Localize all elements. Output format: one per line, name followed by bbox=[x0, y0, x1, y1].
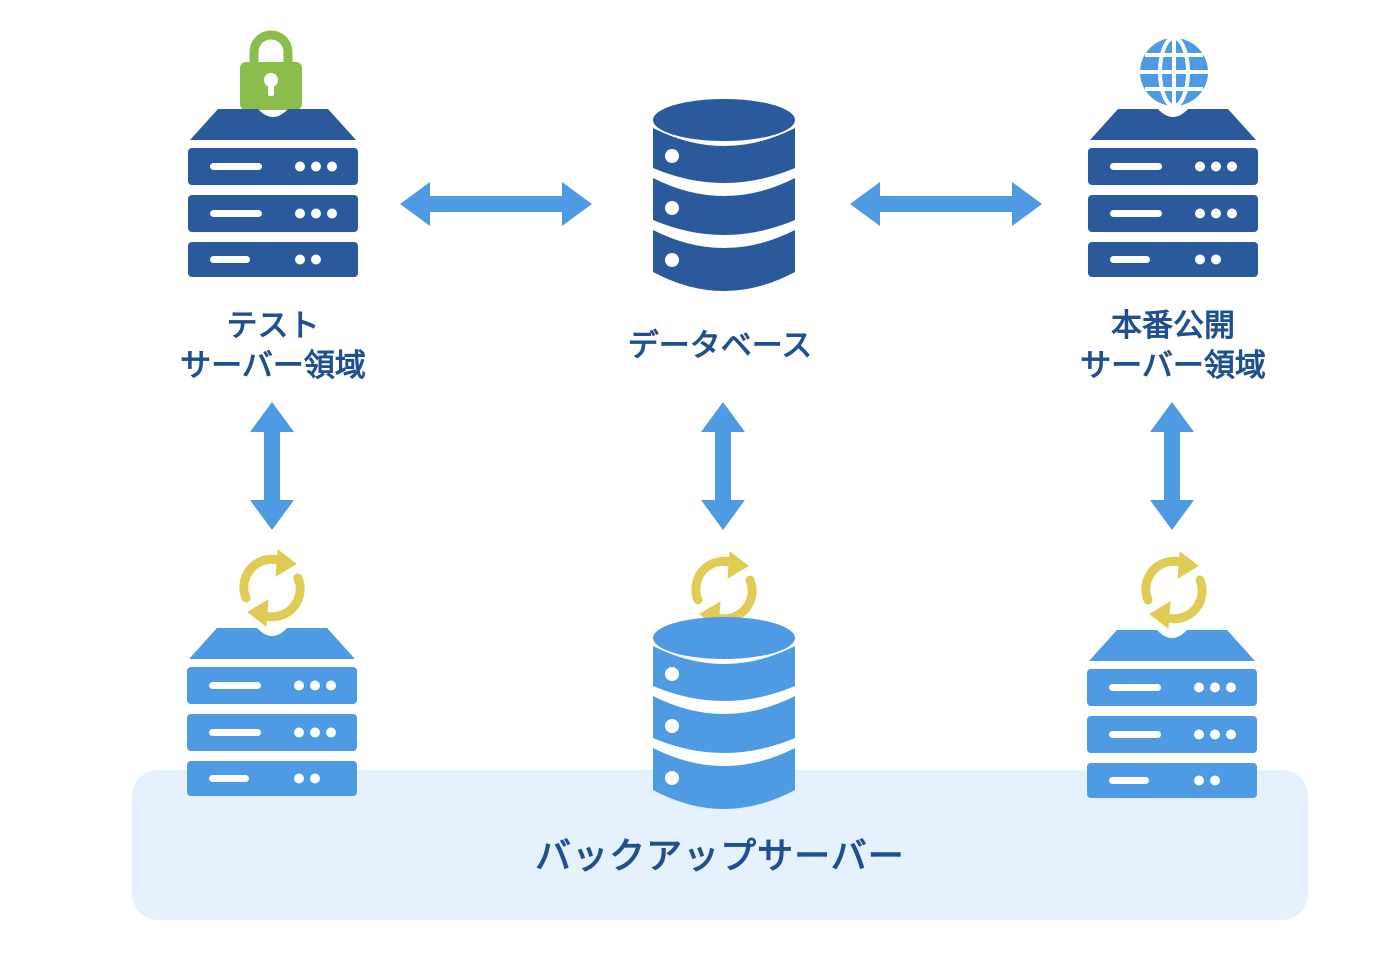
arrow-database-production bbox=[850, 182, 1042, 226]
database-icon bbox=[652, 98, 796, 294]
backup-test-server-icon bbox=[187, 626, 357, 796]
globe-icon bbox=[1140, 36, 1208, 108]
lock-icon bbox=[240, 30, 302, 110]
production-server-label-line1: 本番公開 bbox=[1111, 308, 1235, 344]
arrow-database-backup bbox=[701, 402, 745, 530]
backup-production-server-icon bbox=[1087, 628, 1257, 798]
production-server-label-line2: サーバー領域 bbox=[1080, 348, 1266, 384]
database-label: データベース bbox=[627, 328, 813, 364]
arrow-test-database bbox=[400, 182, 592, 226]
test-server-label-line2: サーバー領域 bbox=[180, 348, 366, 384]
backup-server-label: バックアップサーバー bbox=[535, 836, 905, 877]
test-server-label-line1: テスト bbox=[226, 308, 320, 344]
production-server-label: 本番公開 サーバー領域 bbox=[1068, 306, 1278, 386]
backup-database-icon bbox=[652, 616, 796, 812]
sync-icon bbox=[1134, 550, 1214, 630]
test-server-label: テスト サーバー領域 bbox=[170, 306, 376, 386]
sync-icon bbox=[232, 548, 312, 628]
production-server-icon bbox=[1088, 107, 1258, 277]
arrow-production-backup bbox=[1150, 402, 1194, 530]
test-server-icon bbox=[188, 107, 358, 277]
arrow-test-backup bbox=[250, 402, 294, 530]
